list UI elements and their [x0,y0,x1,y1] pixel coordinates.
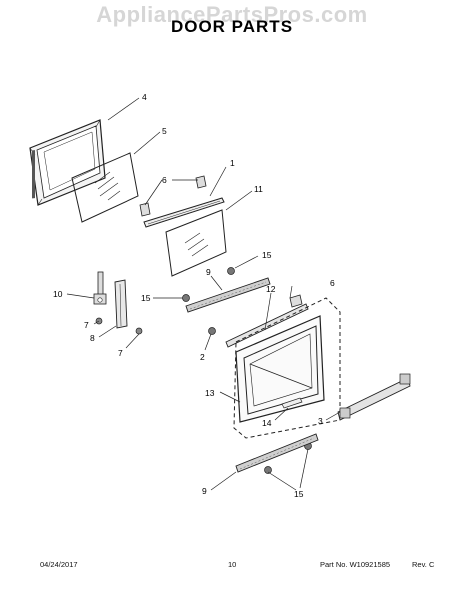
part-4-door-frame [29,119,106,206]
page-title: DOOR PARTS [170,17,294,36]
part-13-inner-door-assembly [233,297,341,439]
part-1-door-rail [143,197,225,228]
callout-7-left: 7 [84,320,89,330]
part-10-hinge [93,271,107,305]
callout-6-upper: 6 [162,175,167,185]
callout-11: 11 [254,184,263,194]
callout-7-right: 7 [118,348,123,358]
part-9-trim-strip-upper [185,277,271,313]
footer-page-number: 10 [228,560,237,569]
footer-part-number: Part No. W10921585 [320,560,391,569]
callout-6-right: 6 [330,278,335,288]
callout-5: 5 [162,126,167,136]
part-12-top-rail [225,303,309,348]
callout-9-lower: 9 [202,486,207,496]
callout-3: 3 [318,416,323,426]
callout-14: 14 [262,418,272,428]
callout-15-middle: 15 [141,293,151,303]
footer-date: 04/24/2017 [40,560,78,569]
callout-2: 2 [200,352,205,362]
part-8-hinge-channel [114,279,128,329]
part-5-glass-panel [71,152,139,223]
callout-8: 8 [90,333,95,343]
part-2-screw [208,327,216,335]
footer-revision: Rev. C [412,560,435,569]
callout-15-lower: 15 [294,489,304,499]
callout-13: 13 [205,388,215,398]
leader-lines [66,97,341,491]
callout-4: 4 [142,92,147,102]
callout-9-upper: 9 [206,267,211,277]
watermark: AppliancePartsPros.com [96,2,368,27]
callout-1: 1 [230,158,235,168]
callout-12: 12 [266,284,276,294]
part-3-handle [337,373,411,421]
part-15-screws [182,267,312,474]
part-6-bracket-right [289,294,303,308]
part-14-bottom-strip [281,397,303,409]
callout-10: 10 [53,289,63,299]
part-9-trim-strip-lower [235,433,319,473]
part-6-brackets-upper [139,175,207,217]
callout-15-upper: 15 [262,250,272,260]
part-11-inner-glass [165,209,227,277]
